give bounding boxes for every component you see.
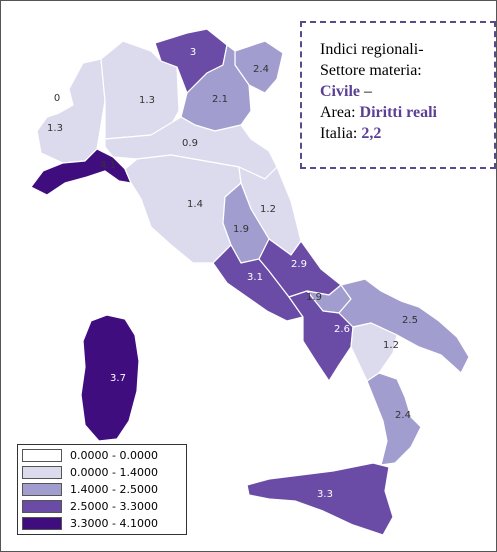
legend-swatch bbox=[22, 449, 62, 462]
legend-label: 3.3000 - 4.1000 bbox=[70, 517, 158, 530]
legend-row: 1.4000 - 2.5000 bbox=[22, 481, 182, 498]
legend-label: 0.0000 - 0.0000 bbox=[70, 449, 158, 462]
legend: 0.0000 - 0.0000 0.0000 - 1.4000 1.4000 -… bbox=[17, 444, 187, 535]
label-sardegna: 3.7 bbox=[110, 373, 126, 384]
region-sardegna[interactable] bbox=[80, 314, 140, 442]
info-dash: – bbox=[360, 83, 372, 100]
label-lazio: 3.1 bbox=[247, 272, 263, 283]
label-basilicata: 1.2 bbox=[383, 340, 399, 351]
info-title: Indici regionali- bbox=[320, 41, 424, 58]
label-emilia: 0.9 bbox=[182, 138, 198, 149]
legend-label: 2.5000 - 3.3000 bbox=[70, 500, 158, 513]
label-trentino: 3 bbox=[190, 47, 196, 58]
label-sicilia: 3.3 bbox=[317, 489, 333, 500]
label-puglia: 2.5 bbox=[402, 315, 418, 326]
info-sector-label: Settore materia: bbox=[320, 62, 422, 79]
label-valle-daosta: 0 bbox=[54, 93, 60, 104]
label-molise: 1.9 bbox=[306, 292, 322, 303]
info-box: Indici regionali- Settore materia: Civil… bbox=[300, 21, 496, 169]
label-liguria: 4.1 bbox=[100, 160, 116, 171]
region-puglia[interactable] bbox=[338, 278, 470, 374]
region-campania[interactable] bbox=[288, 290, 354, 382]
label-abruzzo: 2.9 bbox=[291, 259, 307, 270]
legend-row: 2.5000 - 3.3000 bbox=[22, 498, 182, 515]
legend-swatch bbox=[22, 500, 62, 513]
label-toscana: 1.4 bbox=[187, 199, 203, 210]
label-veneto: 2.1 bbox=[212, 94, 228, 105]
legend-row: 3.3000 - 4.1000 bbox=[22, 515, 182, 532]
label-campania: 2.6 bbox=[334, 324, 350, 335]
legend-label: 0.0000 - 1.4000 bbox=[70, 466, 158, 479]
info-italy-line: Italia: 2,2 bbox=[320, 123, 494, 144]
info-sector-value: Civile bbox=[320, 83, 360, 100]
info-sector-line: Civile – bbox=[320, 81, 494, 102]
region-sicilia[interactable] bbox=[246, 462, 394, 536]
label-lombardia: 1.3 bbox=[139, 95, 155, 106]
legend-row: 0.0000 - 1.4000 bbox=[22, 464, 182, 481]
label-marche: 1.2 bbox=[260, 204, 276, 215]
region-calabria[interactable] bbox=[366, 372, 422, 466]
label-umbria: 1.9 bbox=[233, 224, 249, 235]
legend-label: 1.4000 - 2.5000 bbox=[70, 483, 158, 496]
legend-row: 0.0000 - 0.0000 bbox=[22, 447, 182, 464]
region-basilicata[interactable] bbox=[350, 322, 398, 382]
info-area-label: Area: bbox=[320, 104, 360, 121]
info-italy-value: 2,2 bbox=[361, 125, 382, 142]
info-area-value: Diritti reali bbox=[359, 104, 437, 121]
label-calabria: 2.4 bbox=[395, 410, 411, 421]
legend-swatch bbox=[22, 483, 62, 496]
label-friuli: 2.4 bbox=[253, 64, 269, 75]
legend-swatch bbox=[22, 466, 62, 479]
legend-swatch bbox=[22, 517, 62, 530]
info-italy-label: Italia: bbox=[320, 125, 362, 142]
region-lombardia[interactable] bbox=[100, 40, 180, 140]
info-area-line: Area: Diritti reali bbox=[320, 102, 494, 123]
label-piemonte: 1.3 bbox=[47, 123, 63, 134]
